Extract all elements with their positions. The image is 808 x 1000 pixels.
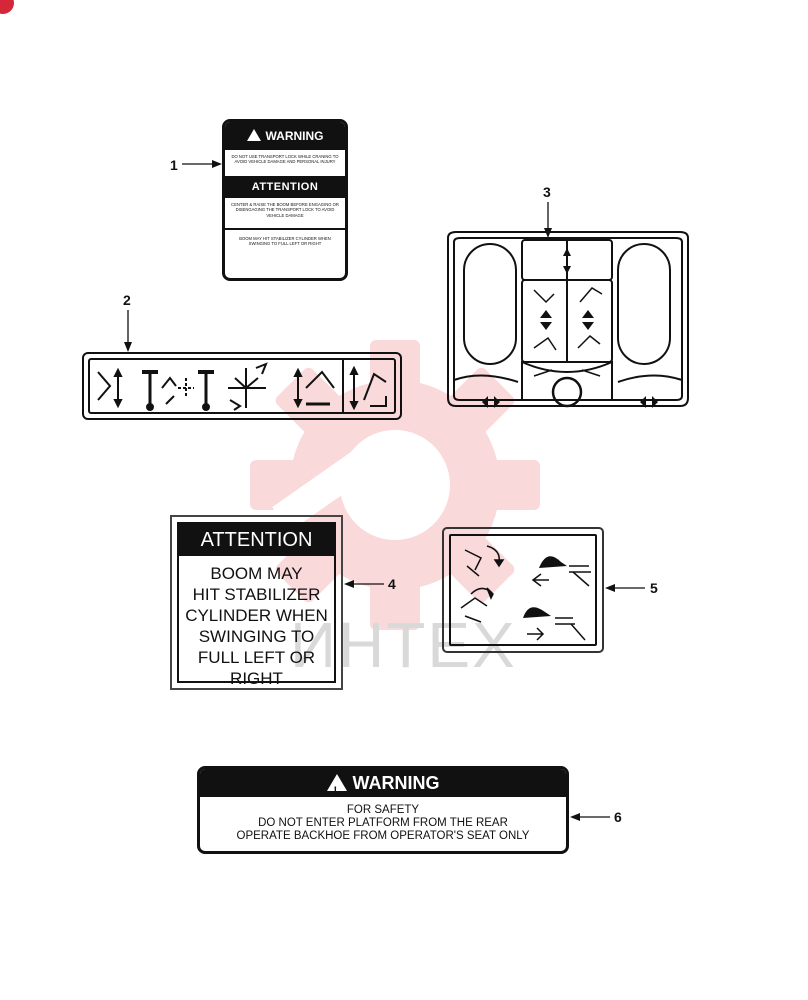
corner-mark (0, 0, 14, 14)
operation-pictograms (460, 545, 591, 641)
attention-text: CENTER & RAISE THE BOOM BEFORE ENGAGING … (231, 202, 339, 218)
control-pattern-icons (97, 362, 335, 411)
warning-title: WARNING (352, 773, 440, 793)
transport-lock-warning-label: ! WARNING DO NOT USE TRANSPORT LOCK WHILE… (222, 119, 348, 281)
callout-4: 4 (388, 576, 396, 592)
warning-title: WARNING (265, 129, 324, 143)
callout-2: 2 (123, 292, 131, 308)
attention-title: ATTENTION (225, 176, 345, 198)
body-line: CYLINDER WHEN (185, 606, 328, 625)
direction-pictogram-label (442, 527, 604, 653)
label-inner-border: ATTENTION BOOM MAY HIT STABILIZER CYLIND… (177, 522, 336, 688)
body-line: FULL LEFT OR (197, 648, 316, 667)
swing-control-icon (349, 365, 387, 411)
exclamation-triangle-icon: ! (326, 774, 347, 797)
leader-line-4 (344, 580, 384, 588)
body-line: DO NOT ENTER PLATFORM FROM THE REAR (258, 817, 508, 829)
body-line: OPERATE BACKHOE FROM OPERATOR'S SEAT ONL… (236, 830, 530, 842)
attention-title: ATTENTION (179, 524, 334, 556)
body-line: RIGHT (230, 669, 283, 688)
boom-attention-label: ATTENTION BOOM MAY HIT STABILIZER CYLIND… (170, 515, 343, 690)
callout-3: 3 (543, 184, 551, 200)
warning-text: DO NOT USE TRANSPORT LOCK WHILE CRANING … (231, 154, 339, 165)
footer-text: BOOM MAY HIT STABILIZER CYLINDER WHEN SW… (239, 236, 331, 247)
leader-line-1 (182, 160, 222, 168)
callout-5: 5 (650, 580, 658, 596)
control-console-decal (447, 231, 689, 408)
warning-body: FOR SAFETY DO NOT ENTER PLATFORM FROM TH… (200, 797, 566, 843)
warning-header: !WARNING (200, 769, 566, 797)
leader-line-5 (605, 584, 645, 592)
body-line: BOOM MAY (210, 564, 303, 583)
leader-line-6 (570, 813, 610, 821)
callout-6: 6 (614, 809, 622, 825)
warning-header: ! WARNING (225, 122, 345, 150)
decal-inner-border (88, 358, 396, 414)
callout-1: 1 (170, 157, 178, 173)
body-line: SWINGING TO (198, 627, 315, 646)
body-line: HIT STABILIZER (192, 585, 321, 604)
control-pattern-decal (82, 352, 402, 420)
body-line: FOR SAFETY (346, 804, 420, 816)
label-divider (225, 228, 345, 230)
exclamation-triangle-icon: ! (246, 129, 261, 149)
decal-divider (342, 360, 344, 412)
attention-body: BOOM MAY HIT STABILIZER CYLINDER WHEN SW… (179, 556, 334, 689)
label-inner-border (449, 534, 597, 646)
leader-line-2 (124, 310, 132, 352)
safety-warning-label: !WARNING FOR SAFETY DO NOT ENTER PLATFOR… (197, 766, 569, 854)
